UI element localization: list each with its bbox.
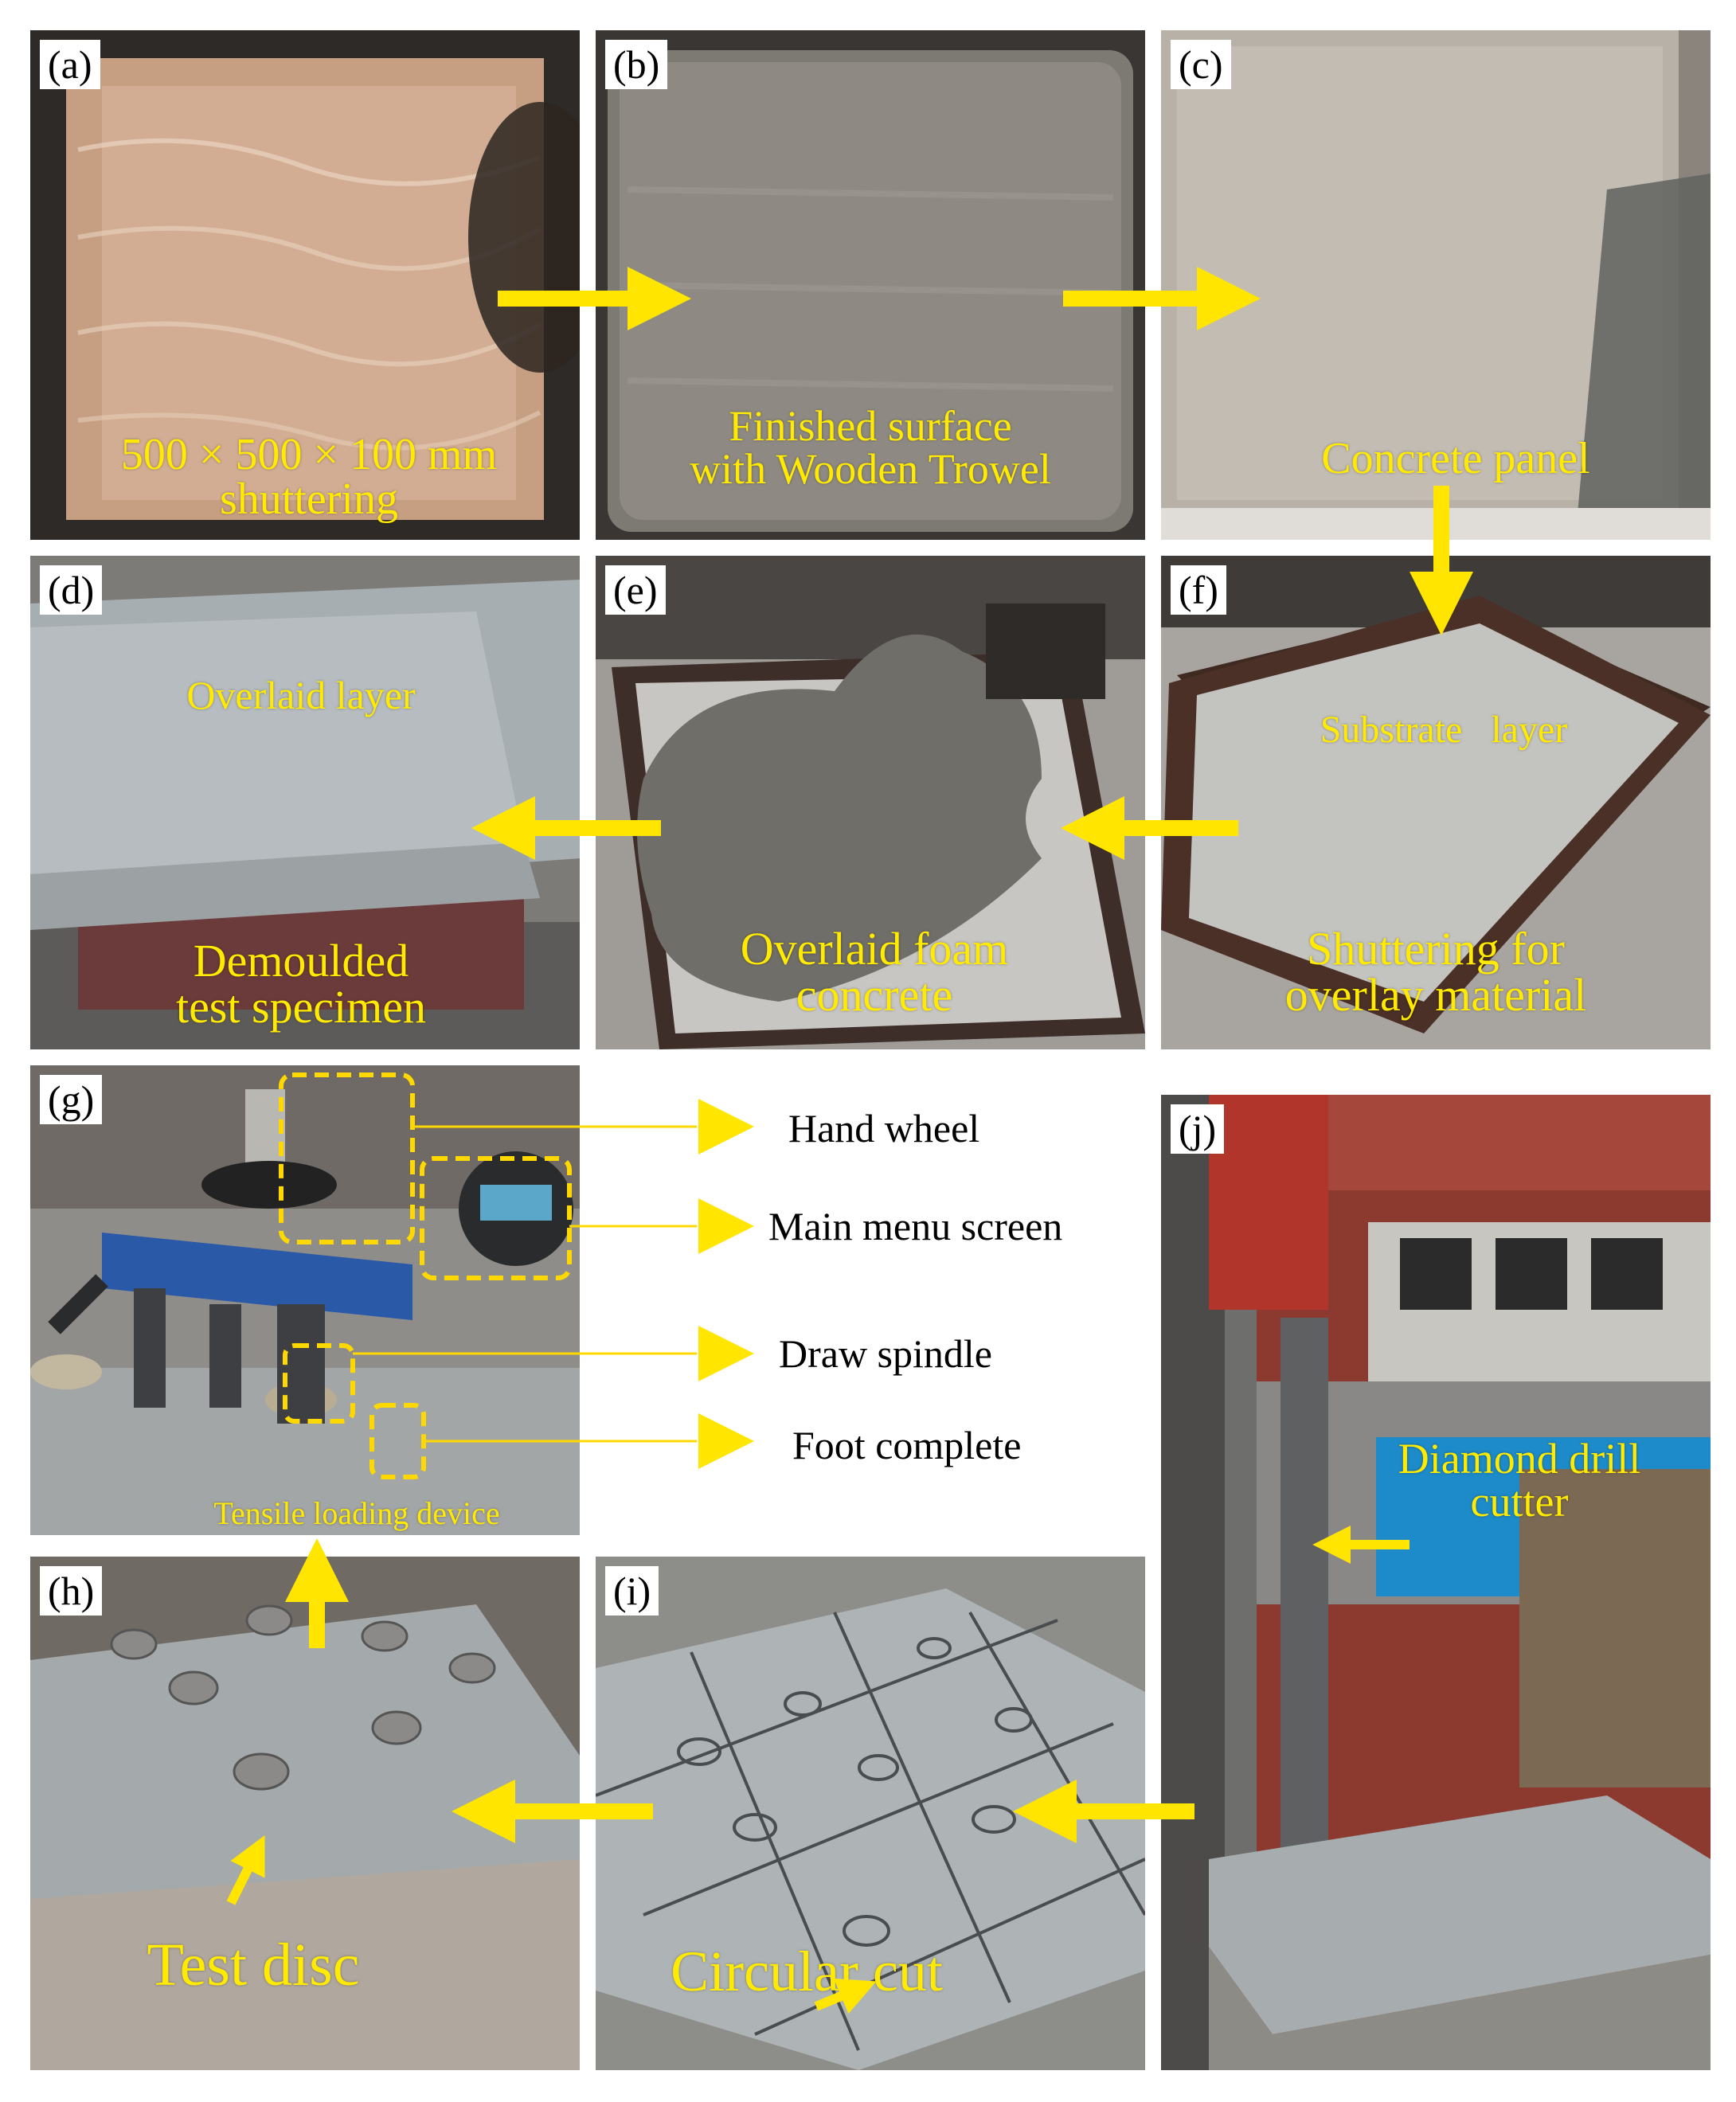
panel-e-caption: Overlaid foam concrete [740, 923, 1009, 1021]
panel-d-caption-bottom: Demoulded test specimen [175, 935, 427, 1033]
panel-d-caption-top: Overlaid layer [186, 673, 416, 717]
callout-foot-complete: Foot complete [792, 1423, 1022, 1467]
panel-e: (e) Overlaid foam concrete [596, 556, 1145, 1049]
panel-f-label: (f) [1171, 565, 1226, 615]
panel-c-caption: Concrete panel [1321, 434, 1590, 483]
panel-c: (c) Concrete panel [1161, 30, 1711, 540]
panel-i-label: (i) [605, 1566, 659, 1616]
panel-b: (b) Finished surface with Wooden Trowel [596, 30, 1145, 540]
panel-e-photo [596, 556, 1145, 1049]
panel-a: (a) 500 × 500 × 100 mm shuttering [30, 30, 580, 540]
panel-i: (i) Circular cut [596, 1557, 1145, 2070]
panel-h: (h) Test disc [30, 1557, 580, 2070]
panel-d-label: (d) [40, 565, 103, 615]
panel-i-photo [596, 1557, 1145, 2070]
panel-i-caption: Circular cut [671, 1940, 943, 2003]
panel-f-caption-top: Substrate layer [1320, 709, 1568, 751]
panel-f-caption-bottom: Shuttering for overlay material [1284, 923, 1587, 1021]
panel-g-label: (g) [40, 1075, 103, 1124]
panel-a-label: (a) [40, 40, 100, 89]
panel-f-photo [1161, 556, 1711, 1049]
panel-h-caption: Test disc [147, 1932, 360, 1998]
callout-main-menu-screen: Main menu screen [768, 1204, 1063, 1248]
panel-d-photo [30, 556, 580, 1049]
panel-b-caption: Finished surface with Wooden Trowel [690, 402, 1051, 493]
panel-e-label: (e) [605, 565, 666, 615]
panel-b-label: (b) [605, 40, 668, 89]
panel-b-photo [596, 30, 1145, 540]
panel-f: (f) Substrate layer Shuttering for overl… [1161, 556, 1711, 1049]
panel-d: (d) Overlaid layer Demoulded test specim… [30, 556, 580, 1049]
panel-g: (g) Tensile loading device [30, 1065, 580, 1535]
panel-j: (j) Diamond drill cutter [1161, 1095, 1711, 2070]
panel-c-label: (c) [1171, 40, 1231, 89]
panel-h-label: (h) [40, 1566, 103, 1616]
callout-hand-wheel: Hand wheel [788, 1106, 980, 1151]
panel-j-caption: Diamond drill cutter [1398, 1435, 1641, 1526]
panel-j-label: (j) [1171, 1104, 1225, 1154]
callout-draw-spindle: Draw spindle [779, 1331, 992, 1376]
panel-j-photo [1161, 1095, 1711, 2070]
panel-g-caption: Tensile loading device [213, 1495, 500, 1531]
panel-a-caption: 500 × 500 × 100 mm shuttering [120, 430, 498, 524]
panel-a-photo [30, 30, 580, 540]
panel-g-photo [30, 1065, 580, 1535]
